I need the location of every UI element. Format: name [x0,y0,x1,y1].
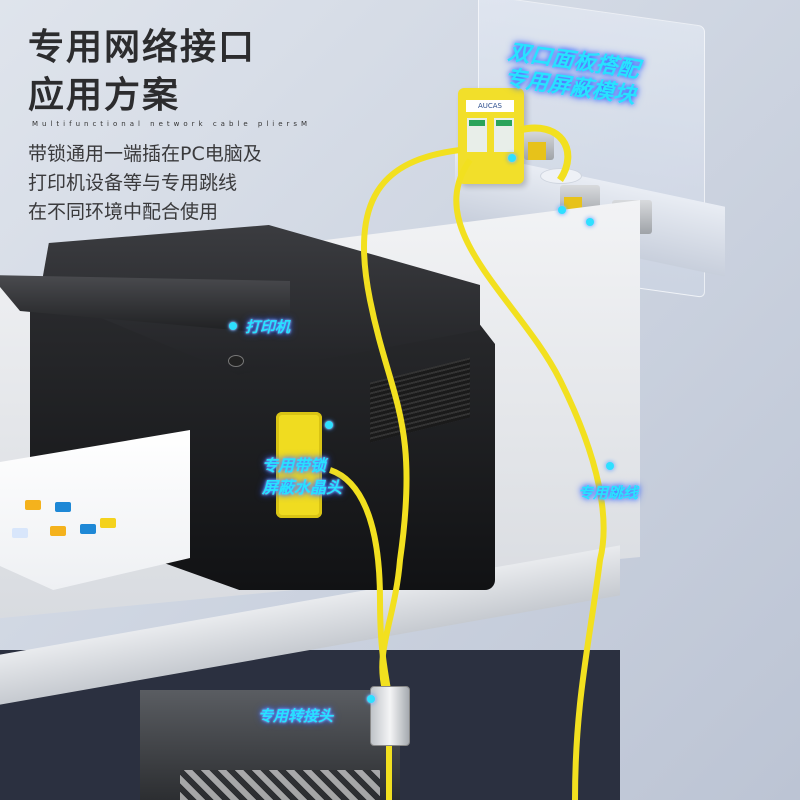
faceplate-port-2 [494,118,514,152]
callout-plug: 专用带锁 屏蔽水晶头 [262,455,342,499]
dual-port-faceplate: AUCAS [458,88,524,184]
callout-coupler: 专用转接头 [258,707,334,725]
callout-plug-line-2: 屏蔽水晶头 [262,478,343,497]
callout-plug-line-1: 专用带锁 [262,456,327,475]
faceplate-brand-label: AUCAS [466,100,514,112]
diagram-box [100,518,116,528]
coupler-image [370,686,410,746]
description-line-3: 在不同环境中配合使用 [28,201,219,223]
headline-line-2: 应用方案 [28,75,181,116]
callout-cable: 专用跳线 [578,484,639,502]
printer-network-port-plate [276,412,322,518]
pc-case-grille [180,770,380,800]
diagram-box [55,502,71,512]
diagram-box [25,500,41,510]
printer-power-button [228,355,244,367]
marker-dot-icon [325,421,333,429]
diagram-box [50,526,66,536]
marker-dot-icon [586,218,594,226]
callout-printer: 打印机 [245,318,291,336]
keystone-jack-image [524,130,554,160]
marker-dot-icon [367,695,375,703]
page-headline: 专用网络接口 应用方案 [28,24,256,120]
headline-line-1: 专用网络接口 [28,27,257,68]
wall-cable-hole [540,168,582,184]
diagram-box [80,524,96,534]
marker-dot-icon [508,154,516,162]
marker-dot-icon [558,206,566,214]
description-line-2: 打印机设备等与专用跳线 [28,172,238,194]
description-line-1: 带锁通用一端插在PC电脑及 [28,143,262,165]
description: 带锁通用一端插在PC电脑及 打印机设备等与专用跳线 在不同环境中配合使用 [28,140,262,227]
faceplate-port-1 [467,118,487,152]
marker-dot-icon [229,322,237,330]
diagram-box [12,528,28,538]
headline-subtitle: Multifunctional network cable pliersM [32,120,312,128]
marker-dot-icon [606,462,614,470]
